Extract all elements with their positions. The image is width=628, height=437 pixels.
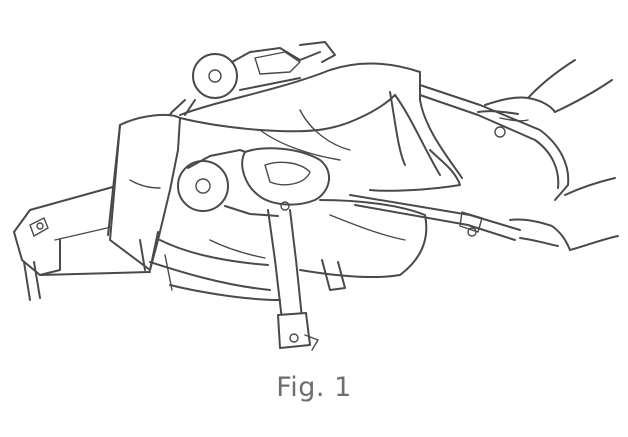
folded-stroller-icon: [13, 41, 619, 351]
figure-caption: Fig. 1: [276, 372, 352, 403]
